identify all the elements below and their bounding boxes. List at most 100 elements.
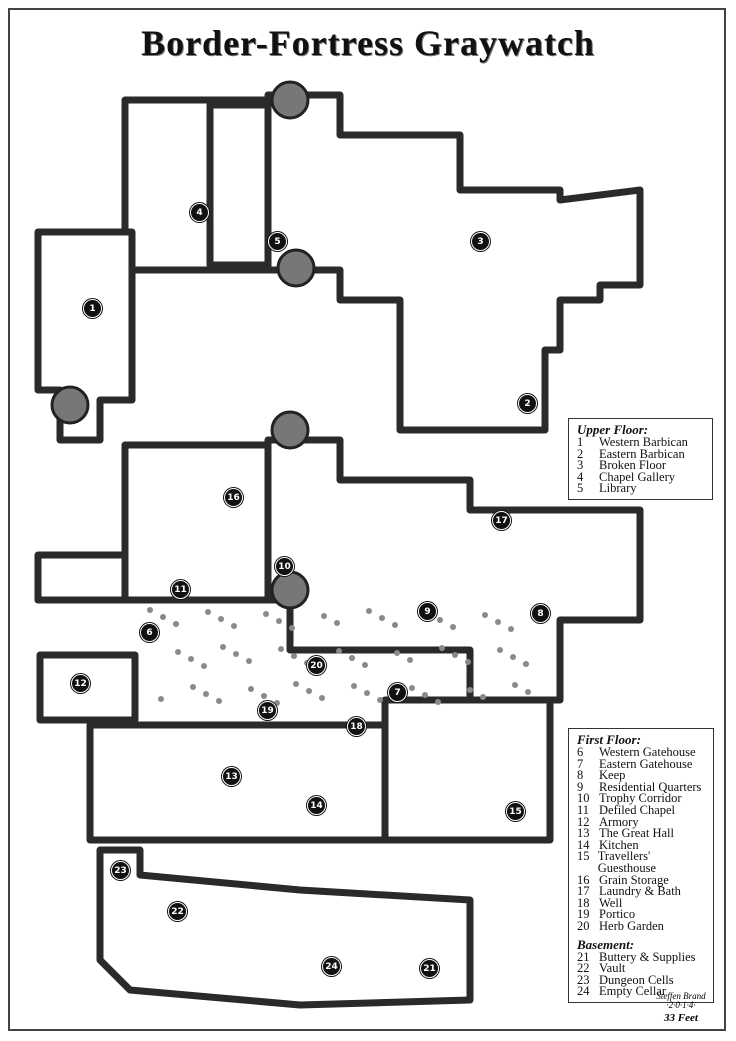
legend-item: 22 Vault xyxy=(577,961,705,976)
room-marker-24: 24 xyxy=(322,957,341,976)
legend-label: Grain Storage xyxy=(599,872,669,887)
room-marker-23: 23 xyxy=(111,861,130,880)
round-tower xyxy=(50,385,90,425)
rubble-stone xyxy=(450,624,456,630)
legend-label: Empty Cellar xyxy=(599,984,666,999)
legend-item: 3 Broken Floor xyxy=(577,458,704,473)
legend-number: 21 xyxy=(577,949,590,964)
legend-number: 12 xyxy=(577,814,590,829)
legend-label: Library xyxy=(599,481,637,496)
legend-number: 14 xyxy=(577,837,590,852)
rubble-stone xyxy=(467,687,473,693)
legend-number: 18 xyxy=(577,895,590,910)
rubble-stone xyxy=(379,615,385,621)
legend-label: Vault xyxy=(599,961,626,976)
room-marker-13: 13 xyxy=(222,767,241,786)
rubble-stone xyxy=(482,612,488,618)
signature-name: Steffen Brand xyxy=(656,991,706,1001)
rubble-stone xyxy=(175,649,181,655)
legend-label: Residential Quarters xyxy=(599,779,702,794)
legend-label: Western Barbican xyxy=(599,435,688,449)
legend-heading: Basement: xyxy=(577,936,635,952)
rubble-stone xyxy=(321,613,327,619)
legend-label: Laundry & Bath xyxy=(599,884,681,899)
legend-number: 17 xyxy=(577,884,590,899)
building-outline xyxy=(264,91,644,434)
rubble-stone xyxy=(508,626,514,632)
rubble-stone xyxy=(394,650,400,656)
room-marker-3: 3 xyxy=(471,232,490,251)
legend-label: The Great Hall xyxy=(599,826,674,841)
round-tower xyxy=(276,248,316,288)
room-marker-5: 5 xyxy=(268,232,287,251)
rubble-stone xyxy=(248,686,254,692)
legend-number: 15 xyxy=(577,849,590,864)
rubble-stone xyxy=(276,618,282,624)
legend-number: 19 xyxy=(577,907,590,922)
legend-number: 23 xyxy=(577,972,590,987)
rubble-stone xyxy=(289,625,295,631)
legend-label: Kitchen xyxy=(599,837,639,852)
rubble-stone xyxy=(147,607,153,613)
rubble-stone xyxy=(525,689,531,695)
rubble-stone xyxy=(351,683,357,689)
legend-label: Western Gatehouse xyxy=(599,745,696,759)
legend-label: Keep xyxy=(599,768,626,783)
legend-label: Eastern Barbican xyxy=(599,446,685,461)
signature: Steffen Brand ·2·0·1·4· xyxy=(648,992,714,1010)
rubble-stone xyxy=(291,653,297,659)
rubble-stone xyxy=(336,648,342,654)
room-marker-21: 21 xyxy=(420,959,439,978)
rubble-stone xyxy=(523,661,529,667)
room-marker-8: 8 xyxy=(531,604,550,623)
legend-label: Portico xyxy=(599,907,636,922)
legend-label: Well xyxy=(599,895,623,910)
rubble-stone xyxy=(233,651,239,657)
room-marker-16: 16 xyxy=(224,488,243,507)
building-outline xyxy=(121,441,274,604)
round-tower xyxy=(270,410,310,450)
rubble-stone xyxy=(220,644,226,650)
round-tower xyxy=(270,570,310,610)
building-outline xyxy=(96,846,474,1009)
rubble-stone xyxy=(439,645,445,651)
building-outline xyxy=(264,436,644,704)
legend-number: 8 xyxy=(577,768,584,783)
rubble-stone xyxy=(278,646,284,652)
room-marker-7: 7 xyxy=(388,683,407,702)
legend-number: 20 xyxy=(577,918,590,933)
building-outline xyxy=(34,551,139,604)
legend-number: 3 xyxy=(577,458,584,473)
legend-number: 11 xyxy=(577,802,590,817)
legend-label: Buttery & Supplies xyxy=(599,949,696,964)
legend-item: 24 Empty Cellar xyxy=(577,984,705,999)
rubble-stone xyxy=(392,622,398,628)
rubble-stone xyxy=(216,698,222,704)
rubble-stone xyxy=(218,616,224,622)
legend-number: 13 xyxy=(577,826,590,841)
room-marker-22: 22 xyxy=(168,902,187,921)
round-tower xyxy=(270,80,310,120)
rubble-stone xyxy=(173,621,179,627)
scale-label: 33 Feet xyxy=(664,1012,698,1024)
legend-number: 22 xyxy=(577,961,590,976)
legend-number: 6 xyxy=(577,745,584,759)
legend-label: Broken Floor xyxy=(599,458,667,473)
room-marker-6: 6 xyxy=(140,623,159,642)
legend-number: 24 xyxy=(577,984,590,999)
legend-item: 13 The Great Hall xyxy=(577,826,705,841)
rubble-stone xyxy=(409,685,415,691)
room-marker-17: 17 xyxy=(492,511,511,530)
legend-heading: First Floor: xyxy=(577,732,641,747)
room-marker-2: 2 xyxy=(518,394,537,413)
rubble-stone xyxy=(512,682,518,688)
legend-item: 6 Western Gatehouse xyxy=(577,745,705,759)
